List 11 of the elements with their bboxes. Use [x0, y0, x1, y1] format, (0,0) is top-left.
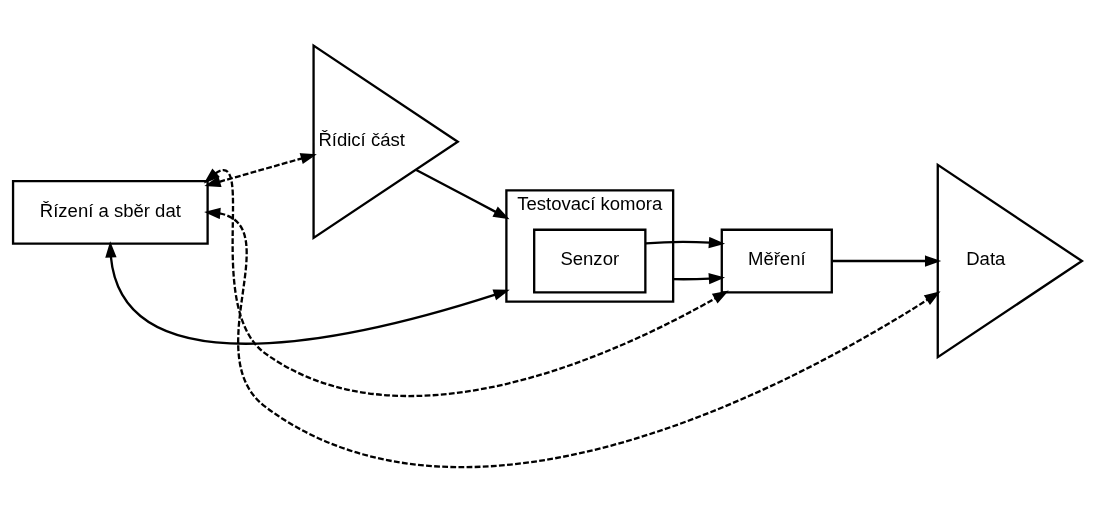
- arrow: [203, 168, 729, 397]
- arrow: [105, 241, 510, 345]
- arrow: [415, 169, 510, 220]
- arrow: [832, 255, 942, 267]
- arrow: [645, 236, 726, 249]
- node-box: Měření: [720, 228, 833, 294]
- node-box: Řízení a sběr dat: [11, 179, 209, 245]
- node-box: Senzor: [533, 228, 647, 294]
- arrow: [204, 153, 317, 188]
- arrow: [673, 272, 726, 285]
- arrow: [204, 207, 941, 468]
